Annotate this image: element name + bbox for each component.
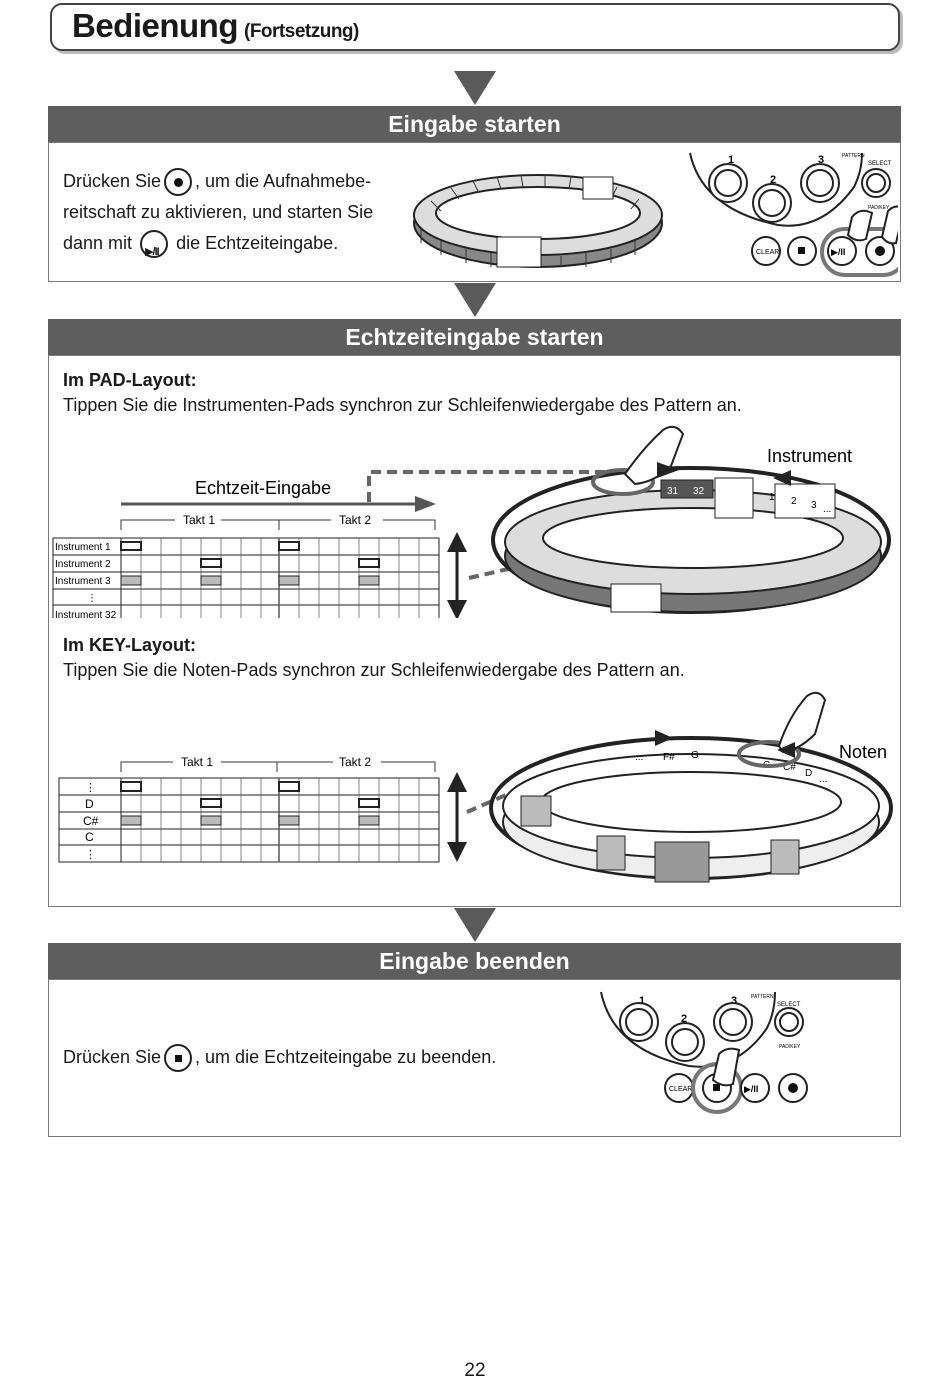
ring-note: C# (783, 762, 796, 773)
finger-icon (846, 209, 874, 242)
padkey-label: PAD/KEY (868, 205, 890, 211)
clear-label: CLEAR (756, 249, 779, 256)
finger-icon (880, 205, 898, 245)
pad-number-2: 2 (770, 174, 776, 186)
instruction-text-stop: Drücken Sie, um die Echtzeiteingabe zu b… (63, 1042, 563, 1073)
finger-icon (777, 691, 827, 754)
pad-layout-heading: Im PAD-Layout: (63, 370, 197, 390)
play-pause-button-icon: ▶/II (140, 230, 169, 259)
ring-number: ... (823, 504, 831, 515)
highlight-ring-pad (591, 468, 655, 496)
page-subtitle: (Fortsetzung) (244, 21, 359, 42)
device-panel-top: 1 2 3 PATTERN SELECT PAD/KEY CLEAR ▶/II (689, 152, 898, 277)
note-row-label: C# (83, 814, 99, 828)
play-pause-button[interactable] (740, 1073, 770, 1103)
ring-note: D (805, 768, 812, 779)
ring-note: ... (819, 774, 827, 785)
pad-layout-diagram: Echtzeit-Eingabe Instrument Takt 1 Takt … (52, 425, 891, 618)
note-row-label: ⋮ (85, 782, 96, 794)
rec-button-icon (164, 168, 193, 197)
play-pause-label: ▶/II (744, 1084, 758, 1094)
takt1-key-label: Takt 1 (181, 755, 213, 769)
ring-note: G (691, 750, 699, 761)
key-layout-diagram: Noten Takt 1 Takt 2 (58, 691, 893, 883)
play-pause-label: ▶/II (831, 247, 845, 257)
finger-icon (711, 1047, 741, 1087)
ring-illustration-small (413, 174, 663, 268)
realtime-input-label: Echtzeit-Eingabe (195, 478, 331, 498)
ring-number: 2 (791, 496, 797, 507)
section-body-echtzeiteingabe: Im PAD-Layout: Tippen Sie die Instrument… (48, 355, 901, 907)
instrument-row-label: Instrument 1 (55, 542, 111, 553)
pad-number-1: 1 (728, 154, 734, 166)
play-pause-button[interactable] (827, 236, 857, 266)
section-header-eingabe-beenden: Eingabe beenden (48, 943, 901, 979)
ring-illustration-key: ... F# G C C# D ... (489, 691, 893, 883)
ring-note: F# (663, 752, 675, 763)
instrument-grid: Instrument 1 Instrument 2 Instrument 3 ⋮… (52, 537, 440, 618)
flow-arrow-3 (454, 908, 496, 942)
instrument-row-label: Instrument 32 (55, 610, 117, 618)
vertical-double-arrow (447, 772, 467, 862)
note-grid: ⋮ D C# C ⋮ (58, 777, 440, 863)
note-row-label: C (85, 830, 94, 844)
pad-number-1: 1 (639, 995, 645, 1007)
highlight-ring-key (737, 740, 801, 768)
pad-layout-text: Tippen Sie die Instrumenten-Pads synchro… (63, 395, 742, 415)
ring-illustration-pad: 31 32 1 2 3 ... (491, 425, 891, 614)
instrument-row-label: Instrument 3 (55, 576, 111, 587)
section-body-eingabe-starten: Drücken Sie, um die Aufnahmebe- reitscha… (48, 142, 901, 282)
ring-number: 32 (693, 486, 705, 497)
vertical-double-arrow (447, 532, 467, 618)
finger-icon (623, 425, 685, 486)
select-label: SELECT (868, 161, 892, 167)
pattern-label: PATTERN (842, 153, 865, 159)
clear-button[interactable] (751, 236, 781, 266)
section-body-eingabe-beenden: Drücken Sie, um die Echtzeiteingabe zu b… (48, 979, 901, 1137)
padkey-label: PAD/KEY (779, 1044, 801, 1050)
ring-note: ... (635, 752, 643, 763)
pattern-label: PATTERN (751, 994, 774, 1000)
ring-number: 31 (667, 486, 679, 497)
flow-arrow-2 (454, 283, 496, 317)
instrument-label: Instrument (767, 446, 852, 466)
note-row-label: ⋮ (85, 849, 96, 861)
pad-number-3: 3 (731, 995, 737, 1007)
noten-label: Noten (839, 742, 887, 762)
ring-number: 1 (769, 492, 775, 503)
note-row-label: D (85, 797, 94, 811)
instrument-row-label: ⋮ (87, 593, 97, 604)
takt1-label: Takt 1 (183, 513, 215, 527)
section-header-eingabe-starten: Eingabe starten (48, 106, 901, 142)
page-title-box: Bedienung(Fortsetzung) (50, 3, 900, 51)
page-number: 22 (464, 1360, 486, 1381)
key-layout-heading: Im KEY-Layout: (63, 635, 197, 655)
takt2-label: Takt 2 (339, 513, 371, 527)
device-panel-bottom: 1 2 3 PATTERN SELECT PAD/KEY CLEAR ▶/II (600, 991, 808, 1114)
stop-button-icon (164, 1044, 193, 1073)
key-layout-text: Tippen Sie die Noten-Pads synchron zur S… (63, 660, 685, 680)
instrument-row-label: Instrument 2 (55, 559, 111, 570)
pad-number-2: 2 (681, 1013, 687, 1025)
clear-label: CLEAR (669, 1086, 692, 1093)
instruction-text-start: Drücken Sie, um die Aufnahmebe- reitscha… (63, 166, 423, 259)
pad-number-3: 3 (818, 154, 824, 166)
page-title: Bedienung(Fortsetzung) (72, 7, 359, 44)
select-label: SELECT (777, 1002, 801, 1008)
takt2-key-label: Takt 2 (339, 755, 371, 769)
section-header-echtzeiteingabe: Echtzeiteingabe starten (48, 319, 901, 355)
flow-arrow-1 (454, 71, 496, 105)
ring-number: 3 (811, 500, 817, 511)
